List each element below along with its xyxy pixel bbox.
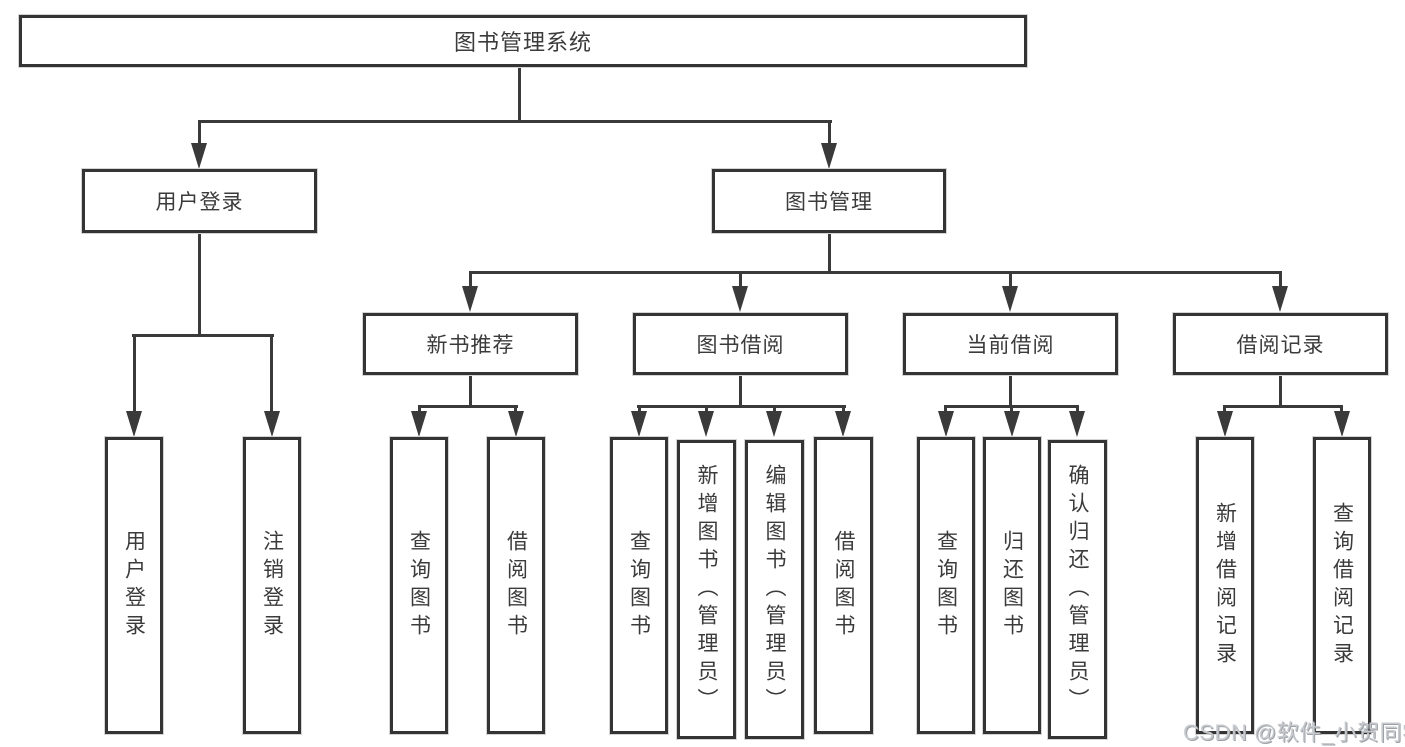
connector-stem bbox=[1009, 375, 1012, 405]
leaf-query-books-borrow-label: 查询图书 bbox=[627, 529, 651, 642]
connector-user-stem bbox=[198, 233, 201, 336]
arrow-down-icon bbox=[821, 143, 837, 169]
connector-stub bbox=[705, 405, 708, 411]
arrow-down-icon bbox=[508, 411, 524, 437]
connector-stub bbox=[1010, 405, 1013, 411]
arrow-down-icon bbox=[411, 411, 427, 437]
node-book-borrow: 图书借阅 bbox=[633, 313, 848, 375]
connector-stub bbox=[842, 405, 845, 411]
watermark: CSDN @软件_小贺同学 bbox=[1183, 720, 1405, 745]
connector-stub bbox=[198, 120, 201, 143]
connector-level2-branch bbox=[198, 120, 832, 123]
leaf-add-borrow-record-label: 新增借阅记录 bbox=[1213, 501, 1237, 670]
connector-stub bbox=[828, 120, 831, 143]
leaf-query-books-current-label: 查询图书 bbox=[934, 529, 958, 642]
connector-user-branch bbox=[132, 334, 274, 337]
connector-stub bbox=[1009, 271, 1012, 286]
leaf-add-book-admin: 新增图书（管理员） bbox=[677, 440, 736, 739]
arrow-down-icon bbox=[126, 411, 142, 437]
node-book-management-label: 图书管理 bbox=[785, 191, 873, 214]
connector-stem bbox=[469, 375, 472, 405]
connector-stub bbox=[944, 405, 947, 411]
node-book-management: 图书管理 bbox=[712, 169, 946, 233]
leaf-query-borrow-record: 查询借阅记录 bbox=[1313, 437, 1371, 734]
node-book-borrow-label: 图书借阅 bbox=[696, 334, 785, 357]
arrow-down-icon bbox=[766, 411, 782, 437]
leaf-confirm-return-admin: 确认归还（管理员） bbox=[1048, 440, 1107, 739]
connector-stub bbox=[739, 271, 742, 286]
node-root-label: 图书管理系统 bbox=[453, 30, 592, 55]
leaf-query-borrow-record-label: 查询借阅记录 bbox=[1330, 501, 1354, 670]
leaf-logout: 注销登录 bbox=[243, 437, 301, 734]
leaf-query-books-current: 查询图书 bbox=[917, 437, 975, 734]
arrow-down-icon bbox=[835, 411, 851, 437]
leaf-user-login-label: 用户登录 bbox=[122, 529, 146, 642]
node-user-login-label: 用户登录 bbox=[155, 191, 244, 214]
connector-level3-branch bbox=[469, 271, 1282, 274]
connector-stem bbox=[739, 375, 742, 405]
leaf-borrow-books-recommend-label: 借阅图书 bbox=[504, 529, 528, 642]
connector-root-stem bbox=[518, 67, 521, 122]
connector-stem bbox=[1279, 375, 1282, 405]
leaf-return-books: 归还图书 bbox=[983, 437, 1041, 734]
connector-stub bbox=[773, 405, 776, 411]
leaf-logout-label: 注销登录 bbox=[260, 529, 284, 642]
node-user-login: 用户登录 bbox=[82, 169, 317, 233]
arrow-down-icon bbox=[1069, 411, 1085, 437]
connector-branch bbox=[637, 405, 846, 408]
arrow-down-icon bbox=[1217, 411, 1233, 437]
node-current-borrow: 当前借阅 bbox=[903, 313, 1118, 375]
leaf-edit-book-admin-label: 编辑图书（管理员） bbox=[763, 463, 786, 716]
node-root: 图书管理系统 bbox=[19, 15, 1027, 67]
connector-branch bbox=[1223, 405, 1343, 408]
arrow-down-icon bbox=[698, 411, 714, 437]
arrow-down-icon bbox=[1002, 286, 1018, 312]
arrow-down-icon bbox=[1004, 411, 1020, 437]
connector-stub bbox=[270, 334, 273, 411]
arrow-down-icon bbox=[938, 411, 954, 437]
connector-stub bbox=[1279, 271, 1282, 286]
connector-stub bbox=[1076, 405, 1079, 411]
connector-stub bbox=[133, 334, 136, 411]
arrow-down-icon bbox=[732, 286, 748, 312]
arrow-down-icon bbox=[631, 411, 647, 437]
leaf-edit-book-admin: 编辑图书（管理员） bbox=[745, 440, 804, 739]
connector-mgmt-stem bbox=[828, 233, 831, 274]
node-new-book-recommend: 新书推荐 bbox=[363, 313, 578, 375]
connector-stub bbox=[514, 405, 517, 411]
leaf-add-book-admin-label: 新增图书（管理员） bbox=[695, 463, 718, 716]
leaf-user-login: 用户登录 bbox=[105, 437, 163, 734]
node-borrow-records: 借阅记录 bbox=[1173, 313, 1388, 375]
leaf-borrow-books-borrow: 借阅图书 bbox=[814, 437, 873, 734]
node-new-book-recommend-label: 新书推荐 bbox=[426, 334, 515, 357]
leaf-return-books-label: 归还图书 bbox=[1000, 529, 1024, 642]
leaf-confirm-return-admin-label: 确认归还（管理员） bbox=[1066, 463, 1089, 716]
leaf-query-books-recommend: 查询图书 bbox=[390, 437, 448, 734]
leaf-query-books-recommend-label: 查询图书 bbox=[407, 529, 431, 642]
arrow-down-icon bbox=[462, 286, 478, 312]
arrow-down-icon bbox=[191, 143, 207, 169]
leaf-add-borrow-record: 新增借阅记录 bbox=[1196, 437, 1254, 734]
leaf-query-books-borrow: 查询图书 bbox=[610, 437, 668, 734]
node-current-borrow-label: 当前借阅 bbox=[966, 334, 1055, 357]
leaf-borrow-books-borrow-label: 借阅图书 bbox=[832, 529, 855, 642]
connector-branch bbox=[418, 405, 518, 408]
arrow-down-icon bbox=[1334, 411, 1350, 437]
connector-stub bbox=[469, 271, 472, 286]
arrow-down-icon bbox=[1272, 286, 1288, 312]
connector-stub bbox=[638, 405, 641, 411]
connector-stub bbox=[418, 405, 421, 411]
connector-stub bbox=[1340, 405, 1343, 411]
arrow-down-icon bbox=[264, 411, 280, 437]
node-borrow-records-label: 借阅记录 bbox=[1236, 334, 1325, 357]
connector-stub bbox=[1223, 405, 1226, 411]
leaf-borrow-books-recommend: 借阅图书 bbox=[487, 437, 545, 734]
